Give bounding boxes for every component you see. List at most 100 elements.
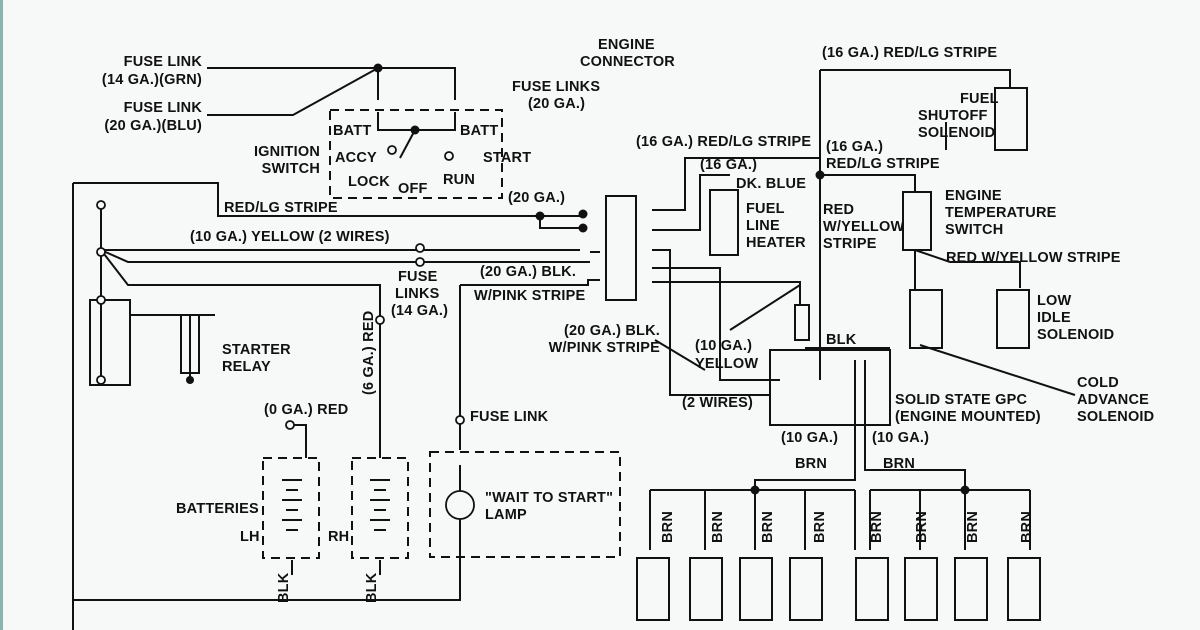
two-wires-label: (2 WIRES): [682, 395, 753, 411]
dk-blue-gauge: (16 GA.): [700, 157, 757, 173]
brn-plug-6: BRN: [914, 511, 930, 543]
ga10-label-right: (10 GA.): [872, 430, 929, 446]
switch-label: SWITCH: [262, 161, 320, 177]
cold-advance-label-1: COLD: [1077, 375, 1119, 391]
fuse-links-14-label-1: FUSE: [398, 269, 438, 285]
wires: [72, 67, 1076, 630]
dk-blue-label: DK. BLUE: [736, 176, 806, 192]
blk-pink-bottom-2: W/PINK STRIPE: [549, 340, 660, 356]
red-lg-16-b-gauge: (16 GA.): [826, 139, 883, 155]
red-yellow-v-3: STRIPE: [823, 236, 877, 252]
blk-pink-top-1: (20 GA.) BLK.: [480, 264, 576, 280]
fuse-links-20-label: FUSE LINKS: [512, 79, 600, 95]
fuel-shutoff-label-3: SOLENOID: [918, 125, 995, 141]
dashed-enclosures: [100, 109, 621, 559]
engine-temperature-switch: [902, 191, 932, 251]
blk-lh-label: BLK: [276, 572, 292, 603]
engine-label: ENGINE: [598, 37, 655, 53]
fuel-line-heater: [709, 189, 739, 256]
red-lg-16-label-a: (16 GA.) RED/LG STRIPE: [636, 134, 811, 150]
lh-label: LH: [240, 529, 260, 545]
batt-label-left: BATT: [333, 123, 371, 139]
brn-plug-4: BRN: [812, 511, 828, 543]
blk-rh-label: BLK: [364, 572, 380, 603]
image-border: [0, 0, 3, 630]
fuse-links-14-label-3: (14 GA.): [391, 303, 448, 319]
wait-to-start-label: "WAIT TO START": [485, 490, 613, 506]
engine-connector-block: [605, 195, 637, 301]
engine-temp-label-1: ENGINE: [945, 188, 1002, 204]
heater-label: HEATER: [746, 235, 806, 251]
brn-label-left: BRN: [795, 456, 827, 472]
run-label: RUN: [443, 172, 475, 188]
blk-pink-top-2: W/PINK STRIPE: [474, 288, 585, 304]
engine-temp-label-3: SWITCH: [945, 222, 1003, 238]
fuel-shutoff-solenoid: [994, 87, 1028, 151]
red-lg-16-b-label: RED/LG STRIPE: [826, 156, 940, 172]
fuse-link-20-gauge: (20 GA.)(BLU): [104, 118, 202, 134]
fuel-shutoff-label-1: FUEL: [960, 91, 999, 107]
red-yellow-v-1: RED: [823, 202, 854, 218]
glow-plugs: [636, 557, 1041, 621]
gpc-label-1: SOLID STATE GPC: [895, 392, 1027, 408]
brn-plug-8: BRN: [1019, 511, 1035, 543]
starter-relay-coil: [180, 314, 200, 374]
brn-plug-2: BRN: [710, 511, 726, 543]
red-yellow-stripe-label: RED W/YELLOW STRIPE: [946, 250, 1121, 266]
battery-lh-box: [262, 457, 320, 559]
yellow-10-gauge: (10 GA.): [695, 338, 752, 354]
rh-label: RH: [328, 529, 349, 545]
cold-advance-label-2: ADVANCE: [1077, 392, 1149, 408]
low-idle-label-1: LOW: [1037, 293, 1072, 309]
cold-advance-label-3: SOLENOID: [1077, 409, 1154, 425]
fuse-link-label: FUSE LINK: [470, 409, 549, 425]
red-lg-16-label-top: (16 GA.) RED/LG STRIPE: [822, 45, 997, 61]
brn-label-right: BRN: [883, 456, 915, 472]
fuse-link-20-label: FUSE LINK: [124, 100, 203, 116]
starter-label: STARTER: [222, 342, 291, 358]
yellow-2-wires-label: (10 GA.) YELLOW (2 WIRES): [190, 229, 390, 245]
blk-pink-bottom-1: (20 GA.) BLK.: [564, 323, 660, 339]
fuse-link-14-gauge: (14 GA.)(GRN): [102, 72, 202, 88]
lock-label: LOCK: [348, 174, 390, 190]
brn-plug-3: BRN: [760, 511, 776, 543]
low-idle-solenoid: [996, 289, 1030, 349]
red-0-label: (0 GA.) RED: [264, 402, 348, 418]
ga10-label-left: (10 GA.): [781, 430, 838, 446]
brn-plug-7: BRN: [965, 511, 981, 543]
components: [96, 63, 1041, 621]
batt-label-right: BATT: [460, 123, 498, 139]
fuel-label: FUEL: [746, 201, 785, 217]
fuse-link-14-label: FUSE LINK: [124, 54, 203, 70]
accy-label: ACCY: [335, 150, 377, 166]
battery-rh-box: [351, 457, 409, 559]
ignition-switch-box: [329, 109, 503, 199]
low-idle-label-3: SOLENOID: [1037, 327, 1114, 343]
brn-plug-1: BRN: [660, 511, 676, 543]
red-yellow-v-2: W/YELLOW: [823, 219, 904, 235]
line-label: LINE: [746, 218, 780, 234]
fuse-element: [794, 304, 810, 341]
red-6-label: (6 GA.) RED: [361, 311, 377, 395]
cold-advance-solenoid: [909, 289, 943, 349]
gpc-label-2: (ENGINE MOUNTED): [895, 409, 1041, 425]
ga20-label: (20 GA.): [508, 190, 565, 206]
relay-label: RELAY: [222, 359, 271, 375]
engine-temp-label-2: TEMPERATURE: [945, 205, 1057, 221]
low-idle-label-2: IDLE: [1037, 310, 1071, 326]
red-lg-stripe-label: RED/LG STRIPE: [224, 200, 338, 216]
lamp-bulb: [445, 490, 475, 520]
blk-label: BLK: [826, 332, 857, 348]
fuse-links-14-label-2: LINKS: [395, 286, 440, 302]
fuel-shutoff-label-2: SHUTOFF: [918, 108, 988, 124]
batteries-label: BATTERIES: [176, 501, 259, 517]
fuse-links-20-gauge: (20 GA.): [528, 96, 585, 112]
ignition-label: IGNITION: [254, 144, 320, 160]
yellow-10-label: YELLOW: [695, 356, 758, 372]
start-label: START: [483, 150, 531, 166]
labels: FUSE LINK (14 GA.)(GRN) FUSE LINK (20 GA…: [102, 37, 1154, 603]
off-label: OFF: [398, 181, 428, 197]
lamp-label: LAMP: [485, 507, 527, 523]
connector-label: CONNECTOR: [580, 54, 675, 70]
